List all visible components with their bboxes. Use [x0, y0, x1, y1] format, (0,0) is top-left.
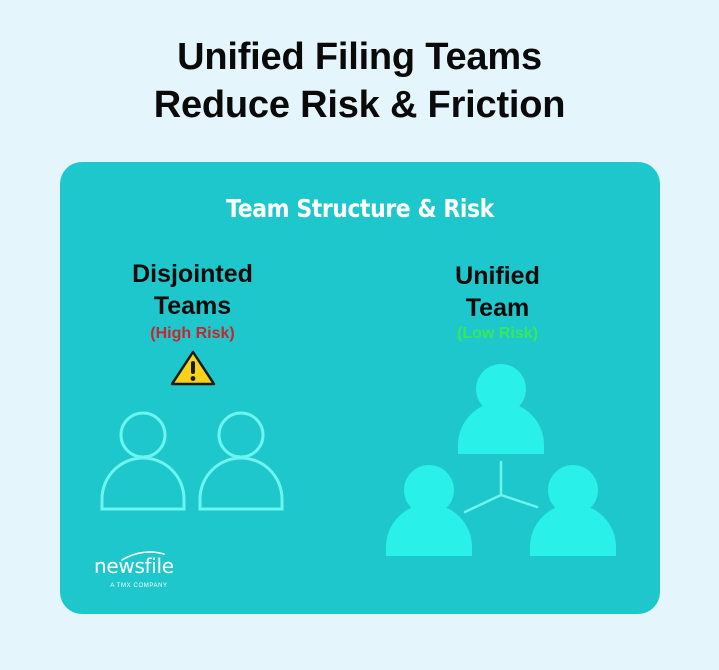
page-title-line-1: Unified Filing Teams — [177, 36, 542, 78]
person-filled-icon — [530, 465, 616, 556]
unified-team-line-1: Unified — [455, 262, 540, 290]
disjointed-teams-line-1: Disjointed — [132, 260, 253, 288]
warning-icon — [170, 350, 216, 386]
person-filled-icon — [458, 364, 544, 454]
page-title-line-2: Reduce Risk & Friction — [153, 84, 566, 126]
person-filled-icon — [386, 465, 472, 556]
disjointed-teams-line-2: Teams — [153, 292, 232, 320]
logo-wordmark: newsfile — [94, 554, 174, 578]
disjointed-teams-title: Disjointed Teams — [95, 258, 290, 322]
newsfile-logo: newsfile A TMX COMPANY — [94, 554, 194, 589]
person-outline-icon — [100, 411, 186, 511]
diagram-artwork — [100, 350, 616, 561]
card-title: Team Structure & Risk — [226, 194, 494, 223]
low-risk-label: (Low Risk) — [457, 325, 538, 342]
logo-tagline: A TMX COMPANY — [110, 583, 168, 589]
unified-team-line-2: Team — [465, 294, 530, 322]
connector-icon — [463, 460, 539, 514]
high-risk-label: (High Risk) — [150, 325, 235, 342]
person-outline-icon — [198, 411, 284, 511]
diagram-card: Team Structure & Risk Disjointed Teams (… — [60, 162, 660, 614]
unified-team-title: Unified Team — [400, 260, 595, 324]
